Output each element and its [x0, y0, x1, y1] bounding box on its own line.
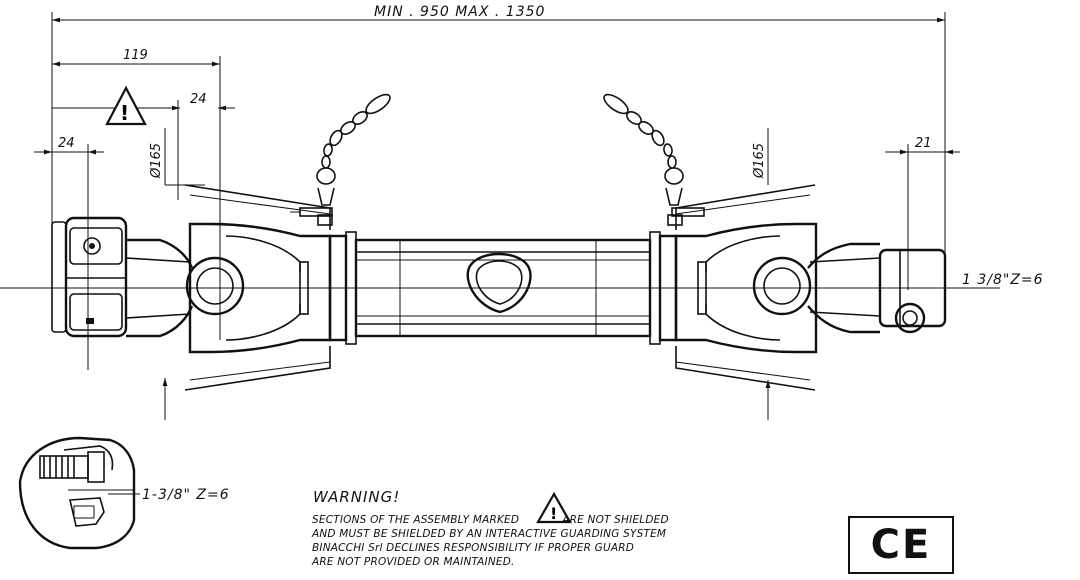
warning-line-1b: ARE NOT SHIELDED [562, 514, 669, 526]
right-outer-yoke [649, 222, 818, 354]
warning-line-1: SECTIONS OF THE ASSEMBLY MARKED ARE NOT … [312, 514, 669, 526]
spline-detail-view: 1-3/8" Z=6 [18, 436, 230, 550]
warning-line-1a: SECTIONS OF THE ASSEMBLY MARKED [312, 514, 520, 526]
left-guard-cone [184, 184, 331, 391]
ce-mark: CE [870, 522, 932, 568]
warning-line-2: AND MUST BE SHIELDED BY AN INTERACTIVE G… [312, 528, 667, 540]
left-splined-yoke [51, 216, 245, 338]
yoke-24-label: 24 [58, 136, 75, 151]
warning-line-3: BINACCHI Srl DECLINES RESPONSIBILITY IF … [312, 542, 635, 554]
shaft-spec-right: 1 3/8"Z=6 [945, 272, 1044, 289]
right-splined-yoke [752, 242, 947, 334]
overall-length-label: MIN . 950 MAX . 1350 [374, 4, 545, 20]
right-safety-chain [603, 93, 705, 226]
overall-length-dimension: MIN . 950 MAX . 1350 [51, 4, 946, 330]
right-21-label: 21 [915, 136, 932, 151]
shaft-spec-right-label: 1 3/8"Z=6 [962, 272, 1044, 288]
svg-text:!: ! [550, 504, 557, 523]
guard-24-dimension: 24 [52, 92, 235, 200]
left-outer-yoke [188, 222, 357, 354]
offset-119-dimension: 119 [52, 48, 221, 340]
right-21-dimension: 21 [885, 136, 960, 290]
yoke-24-dimension: 24 [34, 136, 104, 370]
warning-line-4: ARE NOT PROVIDED OR MAINTAINED. [312, 556, 515, 568]
guard-24-label: 24 [190, 92, 207, 107]
diameter-left-dimension: Ø165 [149, 128, 205, 420]
left-safety-chain [290, 93, 391, 226]
warning-title: WARNING! [313, 488, 401, 506]
hazard-triangle-icon: ! [105, 85, 147, 126]
ce-mark-box: CE [848, 516, 954, 574]
warning-inline-hazard-icon: ! [536, 491, 572, 524]
diameter-right-dimension: Ø165 [752, 128, 771, 420]
shaft-spec-detail-label: 1-3/8" Z=6 [142, 487, 230, 503]
svg-text:!: ! [120, 101, 129, 125]
offset-119-label: 119 [123, 48, 148, 63]
diameter-left-label: Ø165 [149, 143, 164, 179]
diameter-right-label: Ø165 [752, 143, 767, 179]
